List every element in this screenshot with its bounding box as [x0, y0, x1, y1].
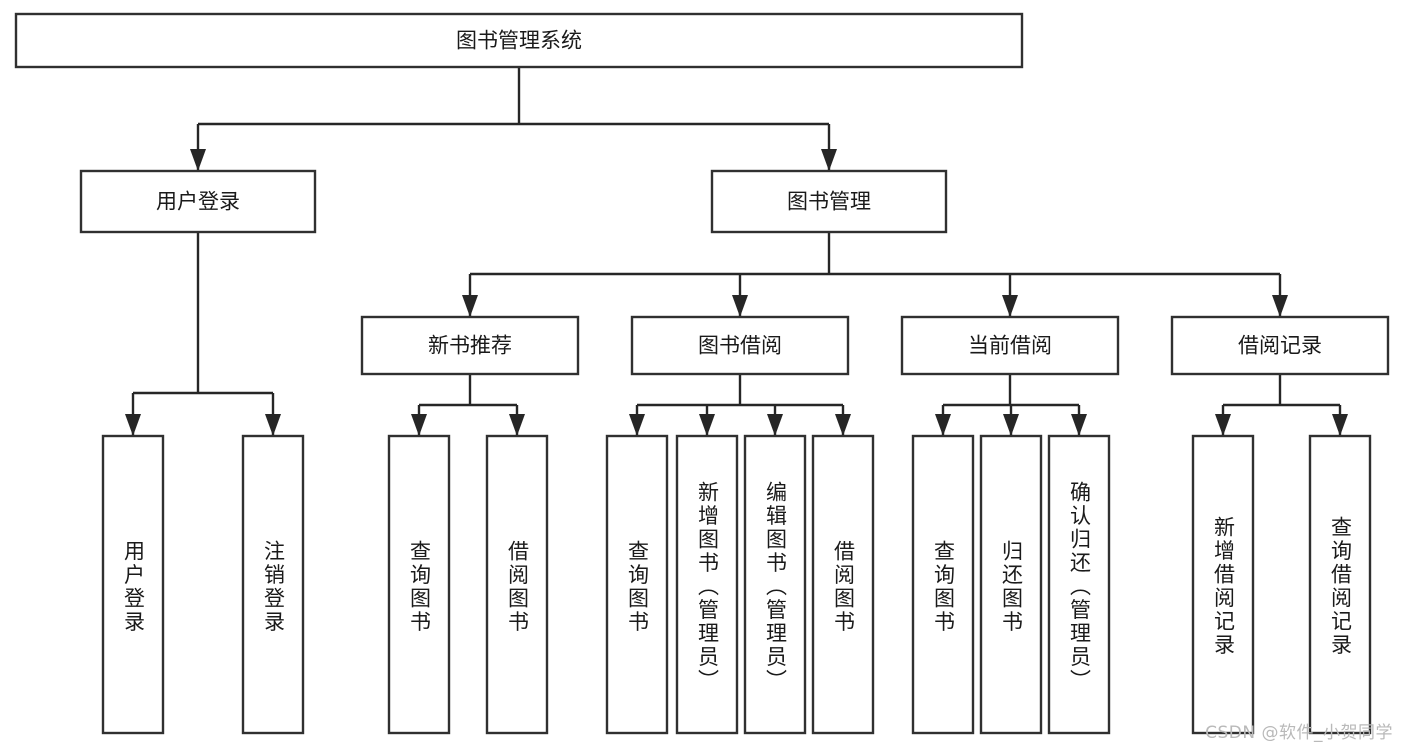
- arrow-head-icon: [835, 414, 851, 436]
- leaf-node-box-0[interactable]: [101, 434, 165, 735]
- leaf-node-box-5[interactable]: [675, 434, 739, 735]
- arrow-head-icon: [1071, 414, 1087, 436]
- leaf-node-box-9[interactable]: [979, 434, 1043, 735]
- leaf-node-box-2[interactable]: [387, 434, 451, 735]
- leaf-node-box-4[interactable]: [605, 434, 669, 735]
- arrow-head-icon: [699, 414, 715, 436]
- arrow-head-icon: [265, 414, 281, 436]
- level2-node-box-1[interactable]: [710, 169, 948, 234]
- arrow-head-icon: [935, 414, 951, 436]
- leaf-node-box-10[interactable]: [1047, 434, 1111, 735]
- arrow-head-icon: [821, 149, 837, 171]
- arrow-head-icon: [1002, 295, 1018, 317]
- leaf-node-box-3[interactable]: [485, 434, 549, 735]
- leaf-node-box-8[interactable]: [911, 434, 975, 735]
- arrow-head-icon: [1332, 414, 1348, 436]
- leaf-node-box-12[interactable]: [1308, 434, 1372, 735]
- level2-node-label-1: 图书管理: [787, 190, 871, 214]
- level2-node-label-0: 用户登录: [156, 190, 240, 214]
- level3-node-box-2[interactable]: [900, 315, 1120, 376]
- arrow-head-icon: [732, 295, 748, 317]
- connectors-layer: [125, 67, 1348, 436]
- arrow-head-icon: [411, 414, 427, 436]
- level3-node-label-3: 借阅记录: [1238, 334, 1322, 358]
- arrow-head-icon: [509, 414, 525, 436]
- leaf-node-box-1[interactable]: [241, 434, 305, 735]
- level3-node-box-1[interactable]: [630, 315, 850, 376]
- level3-node-box-3[interactable]: [1170, 315, 1390, 376]
- arrow-head-icon: [767, 414, 783, 436]
- leaf-node-box-6[interactable]: [743, 434, 807, 735]
- arrow-head-icon: [1003, 414, 1019, 436]
- root-node-box[interactable]: [14, 12, 1024, 69]
- level3-node-label-0: 新书推荐: [428, 334, 512, 358]
- leaf-node-box-11[interactable]: [1191, 434, 1255, 735]
- boxes-layer: [14, 12, 1390, 735]
- arrow-head-icon: [190, 149, 206, 171]
- level3-node-box-0[interactable]: [360, 315, 580, 376]
- watermark: CSDN @软件_小贺同学: [1205, 723, 1393, 743]
- level3-node-label-1: 图书借阅: [698, 334, 782, 358]
- arrow-head-icon: [1215, 414, 1231, 436]
- arrow-head-icon: [629, 414, 645, 436]
- leaf-node-box-7[interactable]: [811, 434, 875, 735]
- root-node-label: 图书管理系统: [456, 29, 582, 53]
- arrow-head-icon: [125, 414, 141, 436]
- level2-node-box-0[interactable]: [79, 169, 317, 234]
- arrow-head-icon: [462, 295, 478, 317]
- level3-node-label-2: 当前借阅: [968, 334, 1052, 358]
- arrow-head-icon: [1272, 295, 1288, 317]
